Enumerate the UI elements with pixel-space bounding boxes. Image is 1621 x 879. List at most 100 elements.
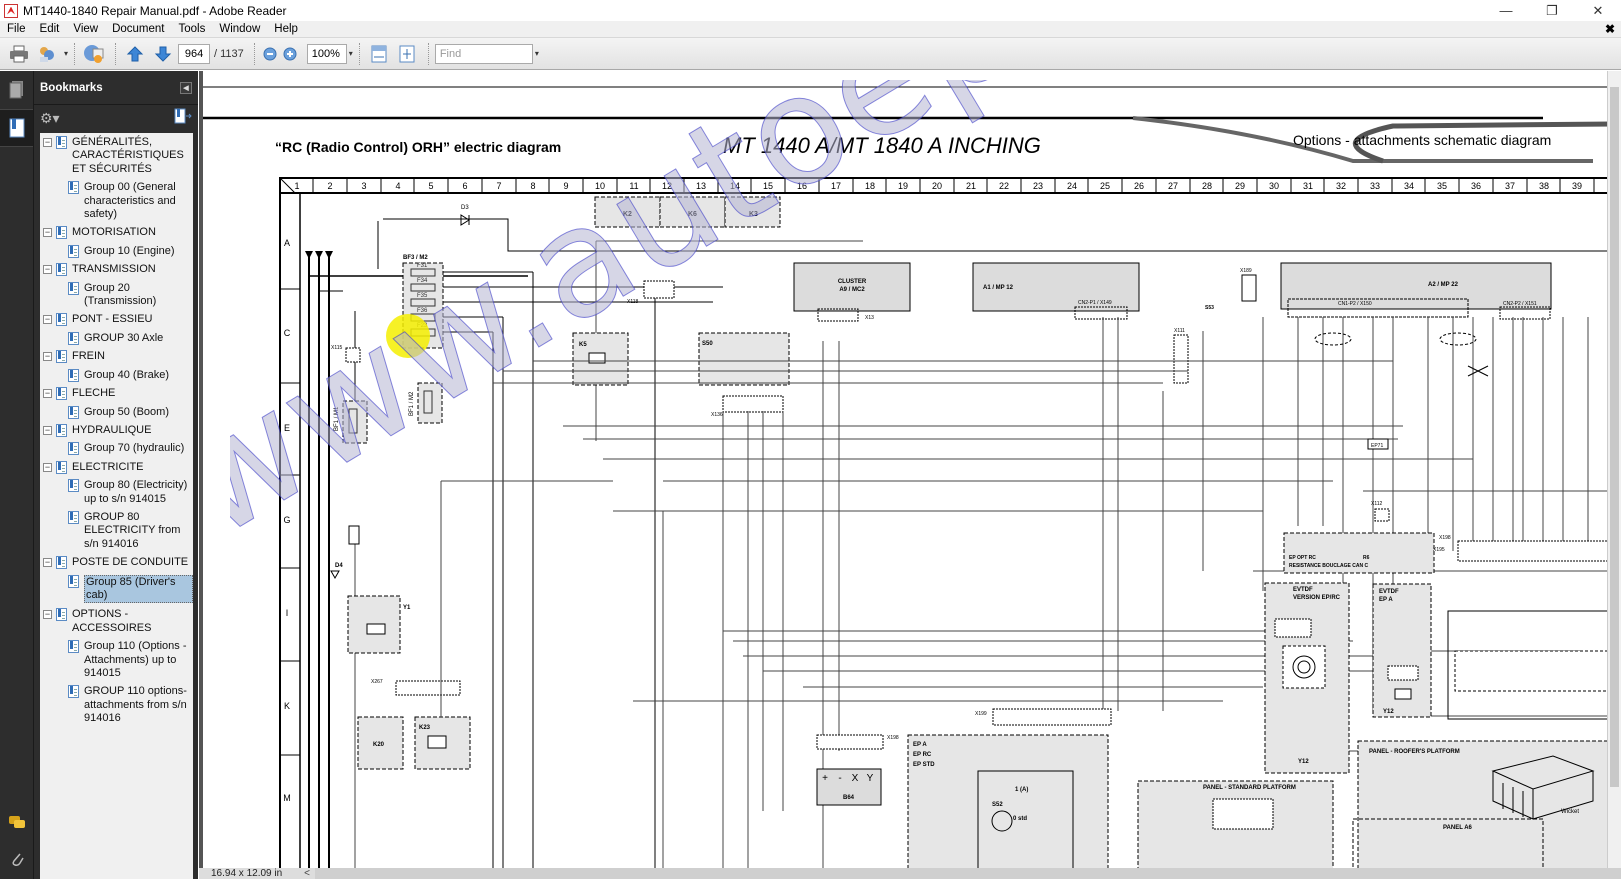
bookmarks-panel-button[interactable] bbox=[0, 109, 33, 147]
restore-button[interactable]: ❐ bbox=[1546, 2, 1558, 18]
menu-view[interactable]: View bbox=[73, 23, 99, 35]
horizontal-scrollbar[interactable] bbox=[315, 868, 1621, 879]
menu-file[interactable]: File bbox=[7, 23, 26, 35]
menu-tools[interactable]: Tools bbox=[178, 23, 206, 35]
zoom-in-button[interactable] bbox=[281, 42, 299, 66]
menu-document[interactable]: Document bbox=[112, 23, 165, 35]
svg-text:G: G bbox=[283, 515, 290, 525]
collapse-panel-button[interactable]: ◀ bbox=[180, 81, 192, 94]
scroll-left-button[interactable]: < bbox=[304, 868, 310, 879]
bookmark-icon bbox=[56, 136, 67, 149]
bookmark-group-85[interactable]: Group 85 (Driver's cab) bbox=[40, 574, 193, 604]
gear-icon[interactable]: ⚙▾ bbox=[40, 109, 60, 126]
share-dropdown-icon[interactable]: ▾ bbox=[64, 49, 69, 58]
bookmark-group-80-b[interactable]: GROUP 80 ELECTRICITY from s/n 914016 bbox=[40, 510, 193, 551]
svg-text:2: 2 bbox=[327, 181, 332, 191]
collapse-toggle[interactable]: − bbox=[43, 314, 52, 325]
toolbar-separator bbox=[253, 42, 255, 65]
collapse-toggle[interactable]: − bbox=[43, 227, 52, 238]
zoom-dropdown-icon[interactable]: ▾ bbox=[348, 49, 353, 58]
document-view[interactable]: “RC (Radio Control) ORH” electric diagra… bbox=[199, 71, 1621, 868]
bookmark-group-110-b[interactable]: GROUP 110 options-attachments from s/n 9… bbox=[40, 685, 193, 725]
share-icon bbox=[40, 46, 54, 62]
window-title: MT1440-1840 Repair Manual.pdf - Adobe Re… bbox=[23, 3, 287, 18]
svg-text:X136: X136 bbox=[711, 412, 723, 418]
previous-page-button[interactable] bbox=[122, 42, 148, 66]
bookmark-motorisation[interactable]: −MOTORISATION bbox=[43, 226, 156, 240]
vertical-scrollbar[interactable] bbox=[1607, 71, 1621, 868]
bookmark-fleche[interactable]: −FLECHE bbox=[43, 387, 116, 401]
status-bar: 16.94 x 12.09 in < bbox=[199, 868, 1621, 879]
collapse-toggle[interactable]: − bbox=[43, 461, 52, 472]
svg-text:M: M bbox=[283, 793, 291, 803]
bookmark-icon bbox=[56, 556, 67, 570]
find-dropdown-icon[interactable]: ▾ bbox=[534, 49, 539, 58]
collapse-toggle[interactable]: − bbox=[43, 351, 52, 362]
svg-text:X267: X267 bbox=[371, 679, 383, 685]
bookmark-poste-de-conduite[interactable]: −POSTE DE CONDUITE bbox=[43, 556, 189, 570]
svg-text:21: 21 bbox=[966, 181, 976, 191]
close-document-button[interactable]: ✖ bbox=[1604, 22, 1615, 36]
collapse-toggle[interactable]: − bbox=[43, 264, 52, 275]
bookmark-group-50[interactable]: Group 50 (Boom) bbox=[40, 405, 193, 419]
bookmark-hydraulique[interactable]: −HYDRAULIQUE bbox=[43, 423, 152, 437]
svg-text:X112: X112 bbox=[1371, 501, 1383, 507]
fit-page-button[interactable] bbox=[394, 42, 420, 66]
collapse-toggle[interactable]: − bbox=[43, 609, 52, 620]
minimize-button[interactable]: — bbox=[1499, 3, 1513, 18]
svg-text:12: 12 bbox=[662, 181, 672, 191]
scroll-thumb[interactable] bbox=[1610, 87, 1619, 787]
collaborate-button[interactable] bbox=[81, 42, 107, 66]
bookmark-group-110-a[interactable]: Group 110 (Options - Attachments) up to … bbox=[40, 640, 193, 680]
comments-button[interactable] bbox=[0, 815, 33, 831]
bookmark-group-70[interactable]: Group 70 (hydraulic) bbox=[40, 442, 193, 456]
model-title: MT 1440 A/MT 1840 A INCHING bbox=[723, 133, 1041, 158]
bookmark-options-button[interactable] bbox=[174, 108, 192, 129]
bookmark-generalites[interactable]: −GÉNÉRALITÉS, CARACTÉRISTIQUES ET SÉCURI… bbox=[43, 136, 184, 175]
svg-text:8: 8 bbox=[530, 181, 535, 191]
bookmark-group-00[interactable]: Group 00 (General characteristics and sa… bbox=[40, 181, 193, 221]
svg-text:-: - bbox=[838, 773, 841, 784]
bookmark-options-accessoires[interactable]: −OPTIONS - ACCESSOIRES bbox=[43, 608, 152, 634]
bookmark-group-80-a[interactable]: Group 80 (Electricity) up to s/n 914015 bbox=[40, 479, 193, 506]
bookmark-group-20[interactable]: Group 20 (Transmission) bbox=[40, 281, 193, 309]
svg-text:EVTDF: EVTDF bbox=[1293, 587, 1313, 593]
svg-text:5: 5 bbox=[428, 181, 433, 191]
bookmark-icon bbox=[68, 574, 79, 588]
collapse-toggle[interactable]: − bbox=[43, 388, 52, 399]
attachments-button[interactable] bbox=[0, 850, 33, 868]
zoom-out-button[interactable] bbox=[261, 42, 279, 66]
bookmark-tree: −GÉNÉRALITÉS, CARACTÉRISTIQUES ET SÉCURI… bbox=[40, 133, 193, 879]
bookmark-group-40[interactable]: Group 40 (Brake) bbox=[40, 368, 193, 382]
toolbar-separator bbox=[74, 42, 76, 65]
collapse-toggle[interactable]: − bbox=[43, 557, 52, 568]
menu-help[interactable]: Help bbox=[274, 23, 298, 35]
svg-text:S52: S52 bbox=[992, 802, 1003, 808]
bookmark-group-10[interactable]: Group 10 (Engine) bbox=[40, 244, 193, 258]
bookmark-group-30[interactable]: GROUP 30 Axle bbox=[40, 331, 193, 345]
pages-panel-button[interactable] bbox=[0, 71, 33, 109]
svg-text:D3: D3 bbox=[461, 205, 469, 211]
collapse-toggle[interactable]: − bbox=[43, 137, 52, 147]
svg-text:EP A: EP A bbox=[1379, 597, 1393, 603]
bookmarks-panel: Bookmarks ◀ ⚙▾ −GÉNÉRALITÉS, CARACTÉRIST… bbox=[33, 71, 198, 879]
share-button[interactable] bbox=[34, 42, 60, 66]
menu-window[interactable]: Window bbox=[219, 23, 261, 35]
svg-text:25: 25 bbox=[1100, 181, 1110, 191]
bookmark-frein[interactable]: −FREIN bbox=[43, 350, 105, 364]
bookmark-transmission[interactable]: −TRANSMISSION bbox=[43, 263, 156, 277]
menu-edit[interactable]: Edit bbox=[39, 23, 60, 35]
fit-width-button[interactable] bbox=[366, 42, 392, 66]
page-number-input[interactable]: 964 bbox=[178, 43, 211, 64]
next-page-button[interactable] bbox=[150, 42, 176, 66]
svg-text:A: A bbox=[284, 238, 290, 248]
find-input[interactable]: Find bbox=[434, 43, 533, 64]
collapse-toggle[interactable]: − bbox=[43, 424, 52, 435]
bookmark-icon bbox=[68, 510, 79, 524]
print-button[interactable] bbox=[6, 42, 32, 66]
bookmark-electricite[interactable]: −ELECTRICITE bbox=[43, 460, 144, 474]
bookmark-icon bbox=[9, 118, 24, 138]
zoom-level-input[interactable]: 100% bbox=[306, 43, 347, 64]
bookmark-pont-essieu[interactable]: −PONT - ESSIEU bbox=[43, 313, 153, 327]
close-button[interactable]: ✕ bbox=[1592, 2, 1604, 18]
